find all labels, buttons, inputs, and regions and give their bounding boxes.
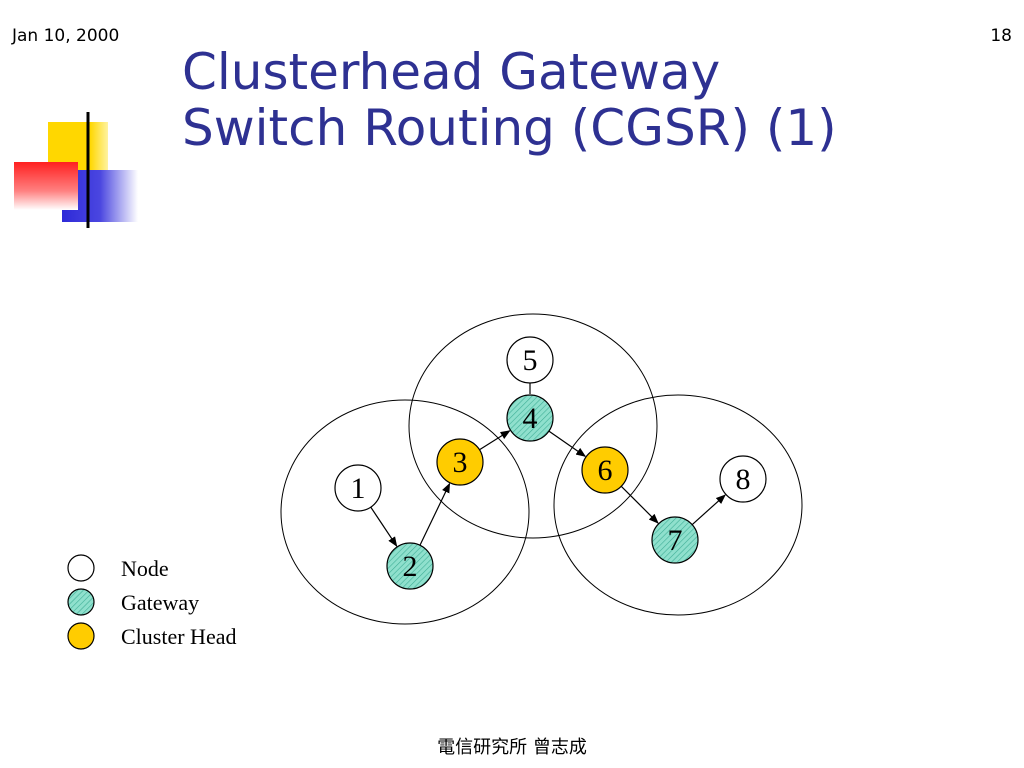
gateway-circle <box>386 542 434 590</box>
cluster-diagram: 1 2 3 4 5 6 7 8 <box>280 313 803 625</box>
slide-title: Clusterhead Gateway Switch Routing (CGSR… <box>182 44 837 156</box>
cluster-head-circle <box>436 438 484 486</box>
node-label: 3 <box>453 446 468 479</box>
legend-label-gateway: Gateway <box>121 590 199 615</box>
slide-date: Jan 10, 2000 <box>12 26 120 46</box>
legend-item-node: Node <box>67 554 169 582</box>
cluster-boundary-1 <box>280 399 530 625</box>
deco-red-square <box>14 162 78 210</box>
legend-swatch-node <box>67 554 95 582</box>
cluster-boundary-3 <box>553 394 803 616</box>
route-arrow-3-4 <box>479 430 511 451</box>
route-arrow-4-6 <box>548 430 587 457</box>
legend-item-cluster-head: Cluster Head <box>67 622 236 650</box>
title-line-2: Switch Routing (CGSR) (1) <box>182 99 837 157</box>
network-node-8: 8 <box>719 455 767 503</box>
network-node-1: 1 <box>334 464 382 512</box>
node-label: 1 <box>351 472 366 505</box>
title-line-1: Clusterhead Gateway <box>182 43 721 101</box>
network-node-4: 4 <box>506 394 554 442</box>
slide-page-number: 18 <box>990 26 1012 46</box>
node-label: 6 <box>598 454 613 487</box>
legend-swatch-cluster-head <box>67 622 95 650</box>
node-label: 4 <box>523 402 538 435</box>
route-arrow-6-7 <box>620 485 659 524</box>
node-circle <box>334 464 382 512</box>
gateway-circle <box>651 516 699 564</box>
node-circle <box>719 455 767 503</box>
node-circle <box>506 336 554 384</box>
legend-swatch-gateway <box>67 588 95 616</box>
legend-label-cluster-head: Cluster Head <box>121 624 236 649</box>
network-node-5: 5 <box>506 336 554 384</box>
route-arrow-2-3 <box>419 482 451 546</box>
node-label: 2 <box>403 550 418 583</box>
route-arrow-7-8 <box>691 494 726 526</box>
corner-decoration <box>14 112 960 228</box>
legend-item-gateway: Gateway <box>67 588 199 616</box>
network-node-6: 6 <box>581 446 629 494</box>
cluster-head-circle <box>581 446 629 494</box>
cluster-boundary-2 <box>408 313 658 539</box>
network-node-2: 2 <box>386 542 434 590</box>
legend-label-node: Node <box>121 556 169 581</box>
node-label: 5 <box>523 344 538 377</box>
route-arrow-1-2 <box>370 506 398 547</box>
node-label: 7 <box>668 524 683 557</box>
node-label: 8 <box>736 463 751 496</box>
network-node-7: 7 <box>651 516 699 564</box>
slide-footer: 電信研究所 曾志成 <box>437 737 587 758</box>
network-node-3: 3 <box>436 438 484 486</box>
gateway-circle <box>506 394 554 442</box>
